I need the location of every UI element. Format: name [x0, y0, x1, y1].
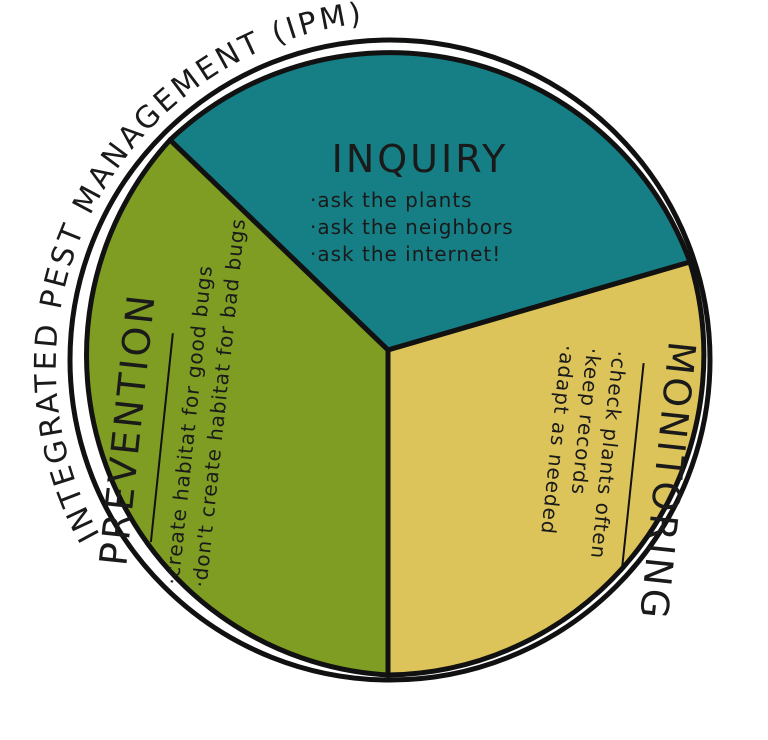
monitoring-wedge — [385, 259, 707, 678]
monitoring-underline — [620, 363, 645, 573]
inquiry-item: ·ask the plants — [310, 188, 473, 212]
prevention-wedge — [84, 137, 391, 678]
prevention-underline — [149, 333, 174, 543]
inquiry-wedge — [167, 50, 693, 353]
inquiry-item: ·ask the neighbors — [310, 215, 514, 239]
wheel-outline — [67, 37, 713, 683]
inquiry-item: ·ask the internet! — [310, 242, 501, 266]
inquiry-title: INQUIRY — [332, 137, 509, 181]
inquiry-section: INQUIRY ·ask the plants ·ask the neighbo… — [310, 137, 514, 266]
